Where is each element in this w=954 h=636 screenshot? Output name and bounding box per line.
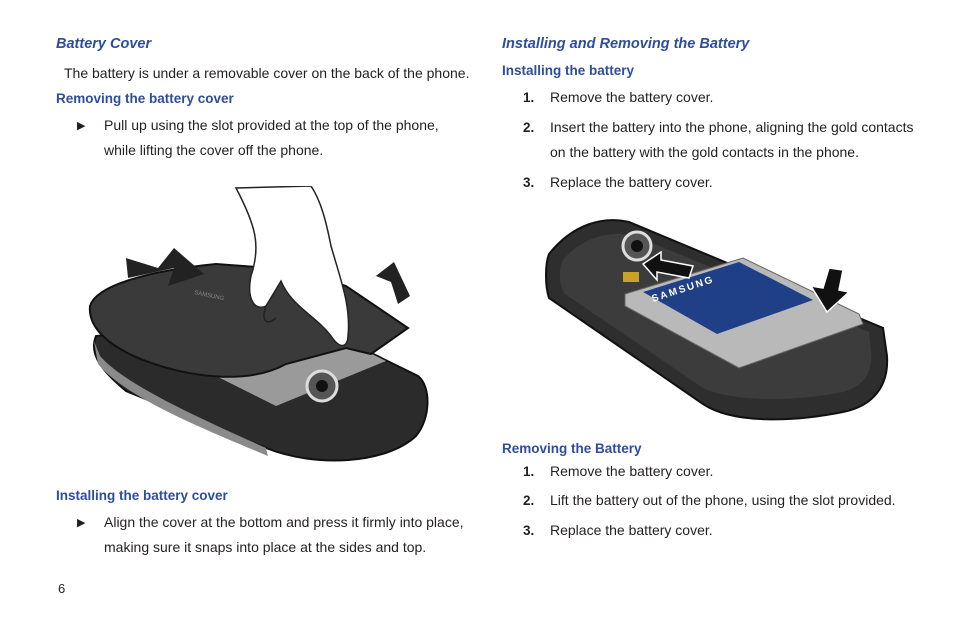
battery-label-shape [643, 262, 813, 334]
removing-cover-bullet: ▶ Pull up using the slot provided at the… [77, 113, 477, 163]
step-text: Remove the battery cover. [550, 463, 714, 479]
remove-step-2: 2. Lift the battery out of the phone, us… [523, 488, 933, 513]
step-text: Replace the battery cover. [550, 174, 713, 190]
battery-cover-description: The battery is under a removable cover o… [64, 65, 470, 81]
installing-cover-line-1: Align the cover at the bottom and press … [104, 514, 464, 530]
install-battery-illustration: SAMSUNG [543, 216, 891, 424]
arrow-up-icon [368, 262, 410, 304]
step-number: 1. [523, 90, 535, 105]
step-number: 2. [523, 493, 535, 508]
page-number: 6 [58, 581, 66, 596]
bullet-arrow-icon: ▶ [77, 517, 86, 529]
arrow-press-icon [809, 267, 851, 314]
installing-battery-heading: Installing the battery [502, 63, 635, 78]
arrow-insert-icon [641, 250, 694, 282]
installing-cover-heading: Installing the battery cover [56, 488, 228, 503]
step-number: 2. [523, 120, 535, 135]
battery-section-heading: Installing and Removing the Battery [502, 36, 750, 52]
arrow-left-icon [126, 248, 204, 286]
hand-shape [234, 186, 350, 347]
step-number: 3. [523, 523, 535, 538]
removing-cover-line-1: Pull up using the slot provided at the t… [104, 117, 439, 133]
step-text: Replace the battery cover. [550, 522, 713, 538]
install-step-2: 2. Insert the battery into the phone, al… [523, 115, 933, 165]
bullet-arrow-icon: ▶ [77, 120, 86, 132]
installing-cover-bullet: ▶ Align the cover at the bottom and pres… [77, 510, 477, 560]
installing-cover-line-2: making sure it snaps into place at the s… [104, 539, 427, 555]
step-text-line-2: on the battery with the gold contacts in… [550, 144, 859, 160]
step-number: 1. [523, 464, 535, 479]
camera-lens-shape [316, 380, 328, 392]
removing-battery-heading: Removing the Battery [502, 441, 642, 456]
remove-step-1: 1. Remove the battery cover. [523, 459, 933, 484]
camera-lens-shape [631, 240, 643, 252]
step-text: Lift the battery out of the phone, using… [550, 492, 896, 508]
step-number: 3. [523, 175, 535, 190]
step-text-line-1: Insert the battery into the phone, align… [550, 119, 914, 135]
step-text: Remove the battery cover. [550, 89, 714, 105]
remove-cover-illustration: SAMSUNG [86, 186, 432, 478]
remove-step-3: 3. Replace the battery cover. [523, 518, 933, 543]
removing-cover-heading: Removing the battery cover [56, 91, 234, 106]
phone-rim-shape [94, 341, 268, 456]
battery-cover-heading: Battery Cover [56, 36, 152, 52]
gold-contacts-shape [623, 272, 639, 282]
install-step-3: 3. Replace the battery cover. [523, 170, 933, 195]
install-step-1: 1. Remove the battery cover. [523, 85, 933, 110]
removing-cover-line-2: while lifting the cover off the phone. [104, 142, 324, 158]
